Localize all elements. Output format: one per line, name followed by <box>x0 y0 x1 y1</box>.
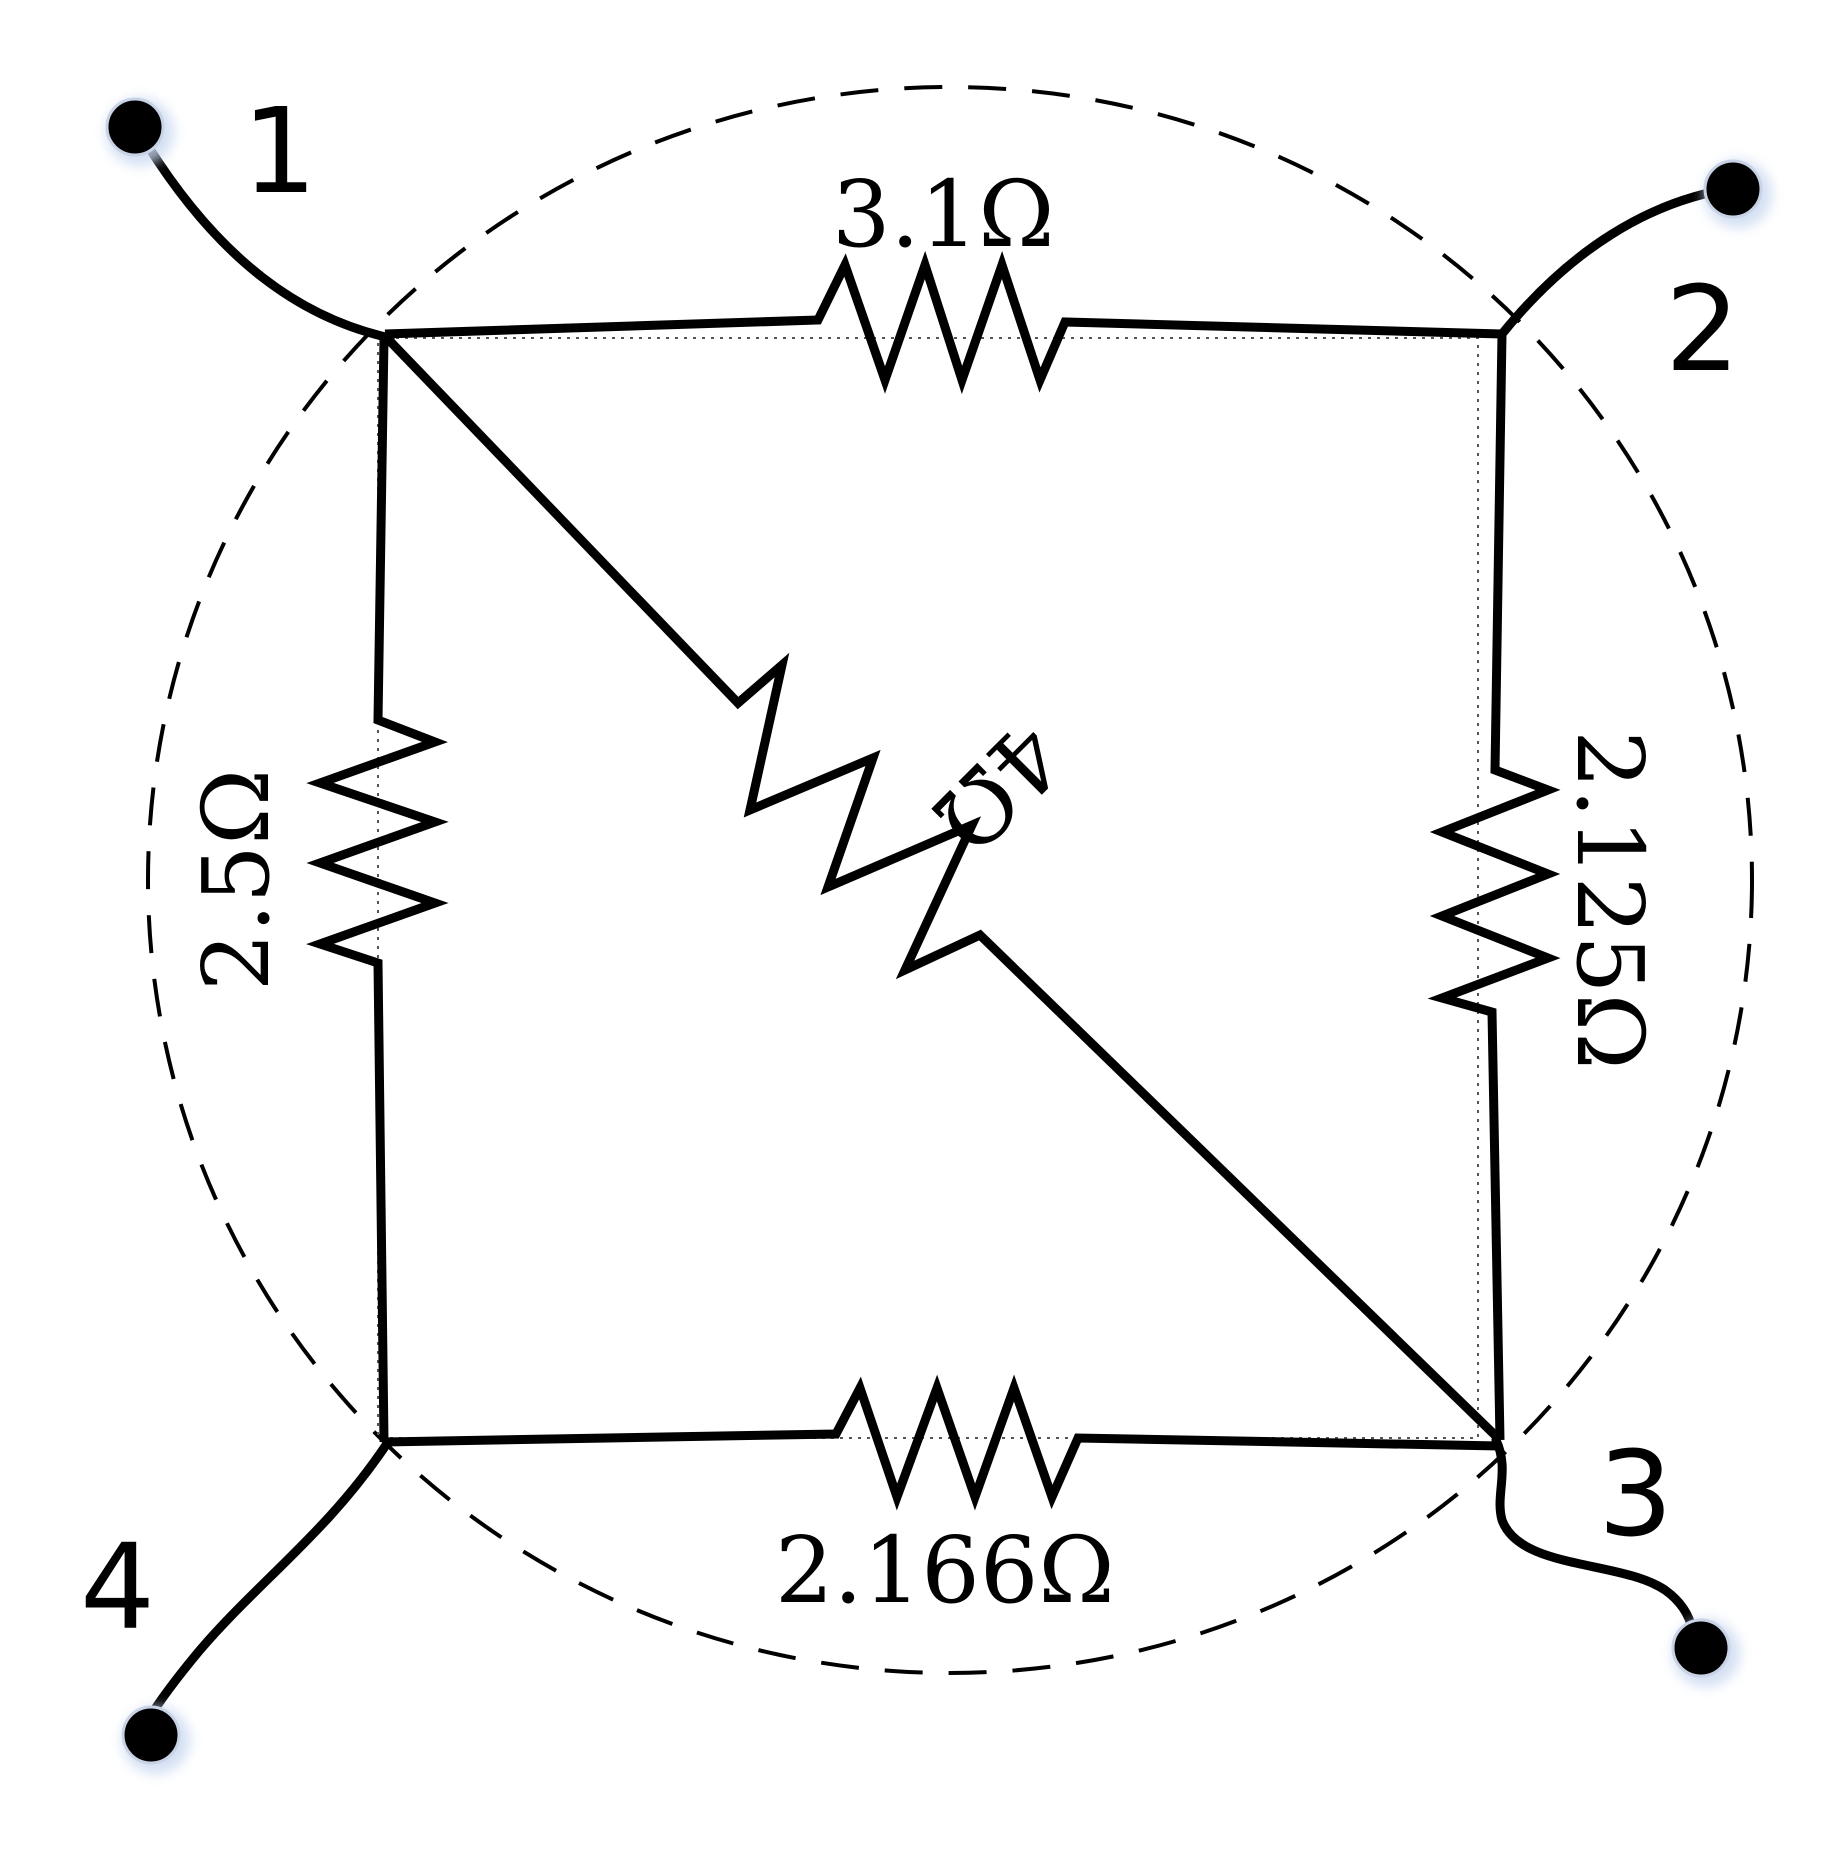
terminal-4 <box>121 1705 190 1774</box>
resistor-bottom <box>383 1374 1501 1511</box>
resistor-bottom-label: 2.166Ω <box>775 1517 1115 1624</box>
resistor-diagonal <box>381 332 1504 1444</box>
terminal-1 <box>105 97 174 166</box>
resistor-right <box>1427 333 1561 1441</box>
resistor-top <box>384 250 1503 395</box>
resistor-top-label: 3.1Ω <box>832 161 1055 268</box>
resistor-right-label: 2.125Ω <box>1556 730 1663 1070</box>
node-label-4: 4 <box>80 1518 155 1656</box>
enclosing-dashed-circle <box>146 85 1754 1675</box>
lead-wire-1 <box>143 141 395 343</box>
resistor-left-label: 2.5Ω <box>183 769 290 992</box>
lead-wire-2 <box>1497 183 1740 339</box>
resistor-diagonal-label: 4Ω <box>912 702 1083 873</box>
node-label-1: 1 <box>242 82 317 220</box>
resistor-left <box>306 337 449 1443</box>
terminal-2 <box>1703 159 1772 228</box>
node-label-3: 3 <box>1598 1425 1673 1563</box>
node-label-2: 2 <box>1665 260 1740 398</box>
lead-wire-4 <box>143 1437 393 1725</box>
terminal-3 <box>1671 1618 1740 1687</box>
